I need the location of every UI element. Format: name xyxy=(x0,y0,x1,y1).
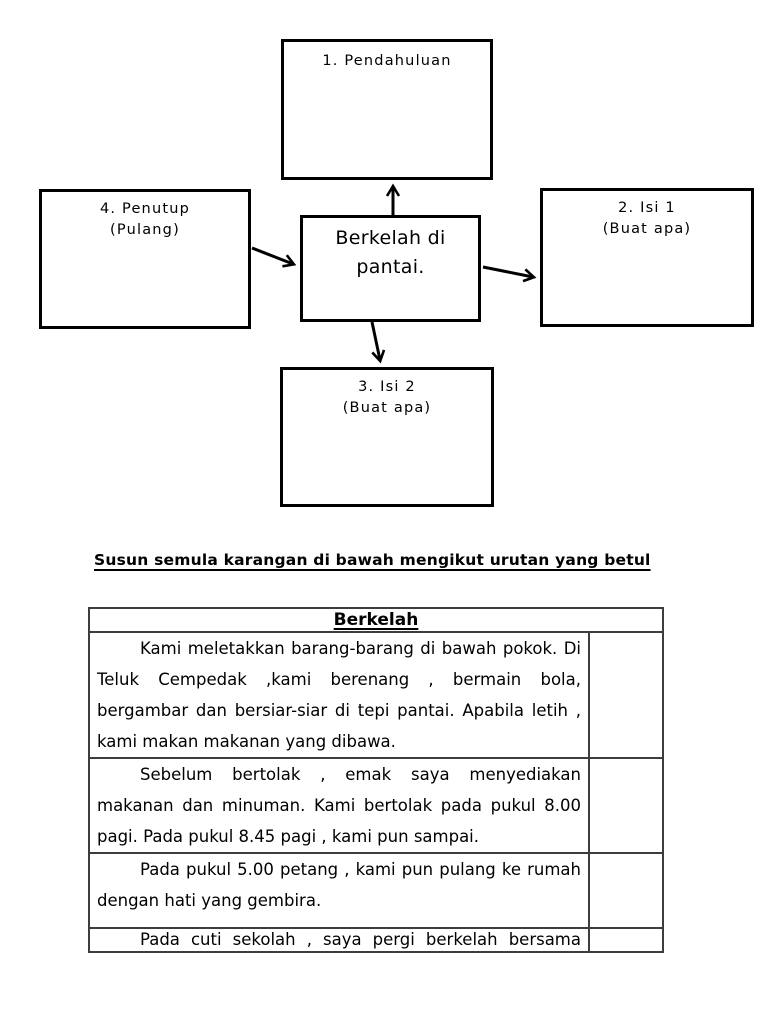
pendahuluan-label: 1. Pendahuluan xyxy=(322,53,452,69)
paragraph-cell: Pada cuti sekolah , saya pergi berkelah … xyxy=(88,927,590,953)
answer-cell[interactable] xyxy=(588,852,664,929)
arrow-penutup-to-center-icon xyxy=(251,246,297,268)
table-title-cell: Berkelah xyxy=(88,607,664,633)
paragraph-cell: Sebelum bertolak , emak saya menyediakan… xyxy=(88,757,590,854)
arrow-center-to-isi2-icon xyxy=(370,321,386,364)
penutup-sublabel: (Pulang) xyxy=(110,222,180,238)
diagram-box-penutup: 4. Penutup (Pulang) xyxy=(39,189,251,329)
topic-label-line1: Berkelah di xyxy=(335,227,446,249)
isi1-sublabel: (Buat apa) xyxy=(602,221,692,237)
answer-cell[interactable] xyxy=(588,927,664,953)
isi2-label: 3. Isi 2 xyxy=(358,379,416,395)
diagram-box-pendahuluan: 1. Pendahuluan xyxy=(281,39,493,180)
penutup-label: 4. Penutup xyxy=(99,201,191,217)
paragraph-text: Pada pukul 5.00 petang , kami pun pulang… xyxy=(97,860,581,910)
isi2-sublabel: (Buat apa) xyxy=(342,400,432,416)
mind-map-diagram: 1. Pendahuluan 4. Penutup (Pulang) Berke… xyxy=(39,39,754,507)
paragraph-text: Sebelum bertolak , emak saya menyediakan… xyxy=(97,765,581,846)
table-title-row: Berkelah xyxy=(88,607,664,633)
paragraph-cell: Kami meletakkan barang-barang di bawah p… xyxy=(88,631,590,759)
paragraph-cell: Pada pukul 5.00 petang , kami pun pulang… xyxy=(88,852,590,929)
diagram-box-isi2: 3. Isi 2 (Buat apa) xyxy=(280,367,494,507)
worksheet-table: Berkelah Kami meletakkan barang-barang d… xyxy=(88,607,664,953)
isi1-label: 2. Isi 1 xyxy=(618,200,676,216)
paragraph-text: Pada cuti sekolah , saya pergi berkelah … xyxy=(140,930,581,949)
paragraph-text: Kami meletakkan barang-barang di bawah p… xyxy=(97,639,581,751)
table-row: Pada cuti sekolah , saya pergi berkelah … xyxy=(88,927,664,953)
table-row: Pada pukul 5.00 petang , kami pun pulang… xyxy=(88,852,664,929)
instruction-heading: Susun semula karangan di bawah mengikut … xyxy=(94,551,651,569)
diagram-box-topic-center: Berkelah di pantai. xyxy=(300,215,481,322)
diagram-box-isi1: 2. Isi 1 (Buat apa) xyxy=(540,188,754,327)
table-title: Berkelah xyxy=(333,610,419,630)
arrow-center-to-isi1-icon xyxy=(482,265,537,283)
answer-cell[interactable] xyxy=(588,757,664,854)
table-row: Kami meletakkan barang-barang di bawah p… xyxy=(88,631,664,759)
table-row: Sebelum bertolak , emak saya menyediakan… xyxy=(88,757,664,854)
topic-label-line2: pantai. xyxy=(356,256,425,278)
answer-cell[interactable] xyxy=(588,631,664,759)
